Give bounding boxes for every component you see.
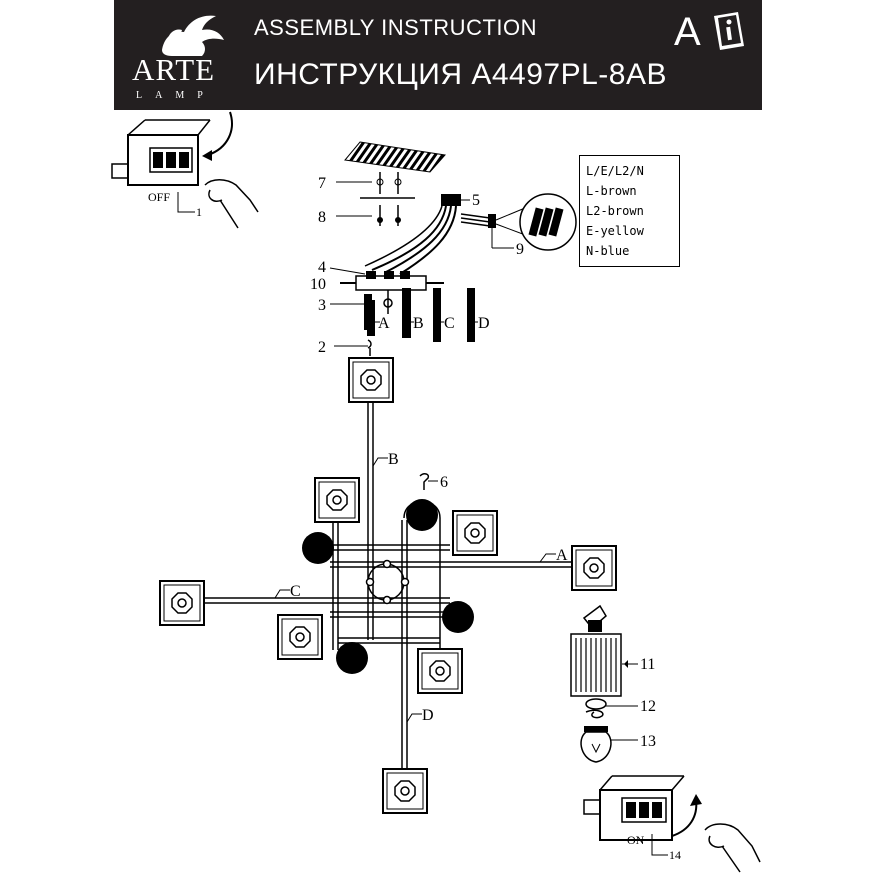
part-13-label: 13 (640, 733, 656, 750)
part-9-label: 9 (516, 241, 524, 258)
title-russian: ИНСТРУКЦИЯ A4497PL-8AB (254, 58, 667, 91)
frame-b-label: B (388, 451, 399, 468)
frame-c-label: C (290, 583, 301, 600)
shade-icon (336, 642, 368, 674)
mounting-plates (159, 357, 617, 814)
frame-d-label: D (422, 707, 434, 724)
part-6-label: 6 (440, 474, 448, 491)
legend-item: E-yellow (586, 224, 644, 238)
switch-cable (583, 799, 601, 815)
hand-icon (704, 823, 761, 873)
screws-group (336, 172, 415, 226)
part-7-label: 7 (318, 175, 326, 192)
rod-d-label: D (478, 315, 490, 332)
legend-item: L2-brown (586, 204, 644, 218)
part-2-label: 2 (318, 339, 326, 356)
header-bar: ARTE LAMP ASSEMBLY INSTRUCTION ИНСТРУКЦИ… (114, 0, 762, 110)
frame-a-label: A (556, 547, 568, 564)
rods-group (367, 288, 478, 342)
brand-name: ARTE (132, 52, 216, 87)
rod-c-label: C (444, 315, 455, 332)
switch-off-label: OFF (148, 190, 170, 204)
rod-a-label: A (378, 315, 390, 332)
switch-off-group: OFF 1 (111, 111, 259, 229)
frame-joints (365, 559, 410, 605)
shades (302, 499, 474, 674)
hand-icon (204, 179, 259, 229)
wire-color-legend: L/E/L2/N L-brown L2-brown E-yellow N-blu… (579, 155, 680, 267)
part-3-label: 3 (318, 297, 326, 314)
switch-on-label: ON (627, 833, 645, 847)
info-manual-icon (714, 12, 744, 50)
wiring-group (364, 193, 577, 275)
legend-item: N-blue (586, 244, 630, 258)
step-1-label: 1 (196, 205, 202, 219)
griffin-logo-icon (162, 15, 224, 56)
shade-icon (442, 601, 474, 633)
rod-b-label: B (413, 315, 424, 332)
switch-on-group: ON 14 (583, 775, 761, 873)
legend-item: L/E/L2/N (586, 164, 644, 178)
part-5-label: 5 (472, 192, 480, 209)
legend-item: L-brown (586, 184, 637, 198)
title-english: ASSEMBLY INSTRUCTION (254, 15, 538, 40)
bulb-icon (580, 731, 612, 763)
part-12-label: 12 (640, 698, 656, 715)
part-4-label: 4 (318, 259, 326, 276)
arrow-icon (207, 111, 233, 156)
lamp-assembly (570, 604, 638, 763)
fixture-frame (203, 400, 574, 775)
step-14-label: 14 (669, 848, 681, 862)
part-11-label: 11 (640, 656, 655, 673)
switch-cable (111, 163, 129, 179)
part-10-label: 10 (310, 276, 326, 293)
language-letter: A (674, 10, 701, 54)
shade-icon (302, 532, 334, 564)
part-8-label: 8 (318, 209, 326, 226)
ceiling-surface (344, 141, 446, 173)
brand-subtitle: LAMP (136, 90, 216, 101)
shade-icon (406, 499, 438, 531)
